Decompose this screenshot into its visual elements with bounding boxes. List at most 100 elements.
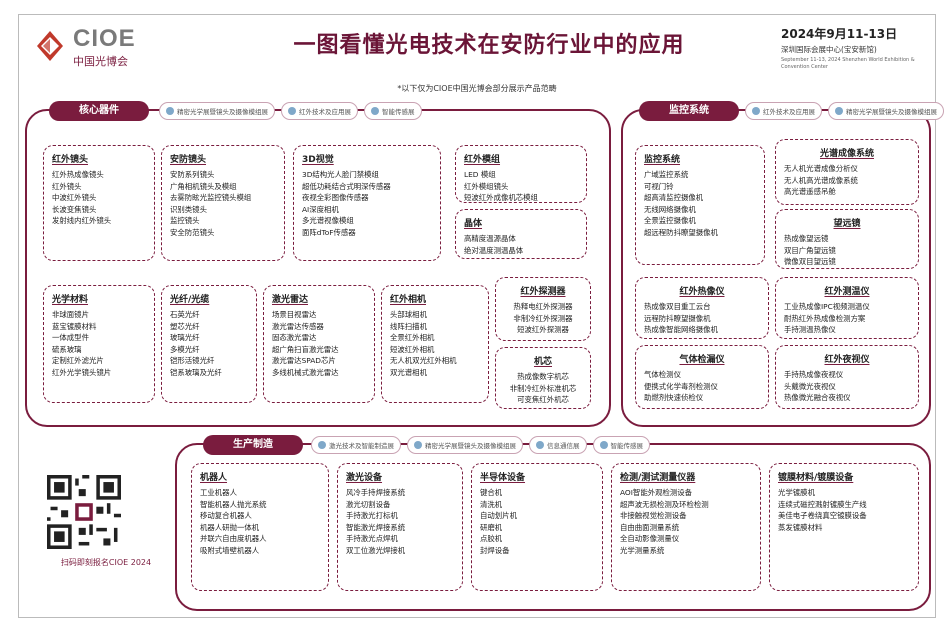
list-item: 非制冷红外探测器	[513, 313, 573, 323]
list-item: 头戴微光夜视仪	[784, 381, 836, 391]
list-item: 双光谱相机	[390, 367, 427, 377]
list-item: 短波红外相机	[390, 344, 435, 354]
category-box: 机芯 热成像数字机芯非制冷红外标准机芯可变焦红外机芯	[495, 347, 591, 409]
category-box: 红外夜视仪 手持热成像夜视仪头戴微光夜视仪热像微光融合夜视仪	[775, 345, 919, 409]
sponsor-badge[interactable]: 红外技术及应用展	[745, 102, 822, 120]
category-title: 机芯	[533, 357, 552, 367]
list-item: 远程防抖瞭望摄像机	[644, 313, 711, 323]
list-item: 超声波无损检测及环检检测	[620, 499, 709, 509]
sponsor-icon	[536, 441, 544, 449]
core-sponsors: 精密光学展暨镜头及摄像模组展 红外技术及应用展 智能传感展	[159, 101, 422, 121]
list-item: LED 模组	[464, 170, 496, 179]
category-title: 监控系统	[644, 155, 681, 165]
list-item: 手持激光点焊机	[346, 534, 398, 543]
list-item: 超广角扫盲激光雷达	[272, 344, 339, 354]
list-item: 蒸发镀膜材料	[778, 522, 823, 532]
sponsor-badge[interactable]: 智能传感展	[364, 102, 422, 120]
monitor-sponsors: 红外技术及应用展 精密光学展暨镜头及摄像模组展	[745, 101, 944, 121]
event-venue: 深圳国际会展中心(宝安新馆)	[781, 45, 877, 54]
list-item: 助燃剂快速侦检仪	[644, 393, 704, 402]
list-item: 非接触视觉检测设备	[620, 511, 687, 520]
sponsor-badge[interactable]: 精密光学展暨镜头及摄像模组展	[407, 436, 523, 454]
sponsor-badge[interactable]: 红外技术及应用展	[281, 102, 358, 120]
category-box: 晶体 高精度温源晶体绝对温度测温晶体	[455, 209, 587, 259]
category-title: 半导体设备	[480, 473, 526, 483]
category-box: 红外模组 LED 模组红外模组镜头短波红外成像机芯模组	[455, 145, 587, 203]
cioe-logo-icon	[37, 31, 63, 61]
list-item: 无人机高光谱成像系统	[784, 175, 858, 185]
category-title: 红外测温仪	[824, 287, 870, 297]
header: CIOE 中国光博会 一图看懂光电技术在安防行业中的应用 2024年9月11-1…	[19, 15, 935, 79]
list-item: 热成像双目重工云台	[644, 302, 711, 311]
category-title: 气体检漏仪	[679, 355, 725, 365]
qr-block[interactable]: 扫码即刻报名CIOE 2024	[47, 475, 165, 595]
category-title: 镀膜材料/镀膜设备	[778, 473, 854, 483]
list-item: 可变焦红外机芯	[517, 395, 569, 404]
list-item: 安全防范镜头	[170, 227, 215, 237]
list-item: 玻璃光纤	[170, 333, 200, 342]
list-item: 多光谱视像模组	[302, 216, 354, 225]
list-item: 高光谱遥感吊舱	[784, 187, 836, 196]
category-title: 望远镜	[833, 219, 861, 229]
list-item: 定制红外滤光片	[52, 356, 104, 365]
logo-subtitle: 中国光博会	[73, 55, 128, 68]
category-title: 机器人	[200, 473, 228, 483]
list-item: 手持激光打标机	[346, 511, 398, 520]
sponsor-icon	[371, 107, 379, 115]
category-title: 激光设备	[346, 473, 383, 483]
list-item: 清洗机	[480, 499, 503, 509]
list-item: 多线机械式激光雷达	[272, 367, 339, 377]
list-item: 光学测量系统	[620, 545, 665, 555]
list-item: 中波红外镜头	[52, 193, 97, 202]
list-item: 智能激光焊接系统	[346, 522, 406, 532]
list-item: 短波红外探测器	[517, 325, 569, 334]
list-item: 无人机光谱成像分析仪	[784, 164, 858, 173]
list-item: 绝对温度测温晶体	[464, 245, 524, 255]
list-item: 长波变焦镜头	[52, 204, 97, 214]
category-box: 检测/测试测量仪器 AOI智能外观检测设备超声波无损检测及环检检测非接触视觉检测…	[611, 463, 761, 591]
sponsor-badge[interactable]: 信息通信展	[529, 436, 587, 454]
list-item: 风冷手持焊接系统	[346, 488, 406, 497]
list-item: 工业机器人	[200, 488, 237, 497]
category-title: 红外模组	[464, 155, 501, 165]
sponsor-icon	[599, 441, 608, 449]
list-item: 监控镜头	[170, 216, 200, 225]
list-item: 热释电红外探测器	[513, 302, 573, 311]
category-box: 气体检漏仪 气体检测仪便携式化学毒剂检测仪助燃剂快速侦检仪	[635, 345, 769, 409]
list-item: 蓝宝镀膜材料	[52, 321, 97, 331]
list-item: 便携式化学毒剂检测仪	[644, 381, 718, 391]
list-item: 超高清监控摄像机	[644, 193, 704, 202]
sponsor-badge[interactable]: 精密光学展暨镜头及摄像模组展	[828, 102, 944, 120]
sponsor-icon	[318, 441, 326, 449]
list-item: 智能机器人抛光系统	[200, 499, 267, 509]
list-item: 耐热红外热成像检测方案	[784, 313, 866, 323]
list-item: 非球面镜片	[52, 310, 89, 319]
qr-code-icon[interactable]	[47, 475, 121, 549]
list-item: 点胶机	[480, 534, 503, 543]
list-item: 高精度温源晶体	[464, 234, 516, 243]
category-box: 红外测温仪 工业热成像IPC视频测温仪耐热红外热成像检测方案手持测温热像仪	[775, 277, 919, 339]
category-box: 安防镜头 安防系列镜头广角相机镜头及模组去雾防眩光监控镜头模组识别类镜头监控镜头…	[161, 145, 285, 261]
page-title: 一图看懂光电技术在安防行业中的应用	[293, 33, 685, 58]
list-item: 发射线内红外镜头	[52, 216, 112, 225]
list-item: 气体检测仪	[644, 370, 681, 379]
category-box: 红外镜头 红外热成像镜头红外镜头中波红外镜头长波变焦镜头发射线内红外镜头	[43, 145, 155, 261]
list-item: 热成像望远镜	[784, 234, 829, 243]
sponsor-badge[interactable]: 精密光学展暨镜头及摄像模组展	[159, 102, 275, 120]
list-item: 研磨机	[480, 522, 503, 532]
list-item: 连续式磁控溅射镀膜生产线	[778, 499, 867, 509]
cioe-logo[interactable]: CIOE 中国光博会	[33, 25, 163, 71]
list-item: 光学镀膜机	[778, 488, 815, 497]
event-venue-en: September 11-13, 2024 Shenzhen World Exh…	[781, 57, 915, 70]
category-box: 镀膜材料/镀膜设备 光学镀膜机连续式磁控溅射镀膜生产线美佳电子卷绕真空镀膜设备蒸…	[769, 463, 919, 591]
sponsor-icon	[835, 107, 843, 115]
sponsor-icon	[288, 107, 296, 115]
list-item: 多模光纤	[170, 344, 200, 354]
category-box: 红外热像仪 热成像双目重工云台远程防抖瞭望摄像机热成像智能网络摄像机	[635, 277, 769, 339]
sponsor-badge[interactable]: 智能传感展	[592, 436, 650, 454]
category-title: 光谱成像系统	[819, 149, 874, 159]
list-item: 塑芯光纤	[170, 321, 200, 331]
sponsor-badge[interactable]: 激光技术及智能制造展	[311, 436, 401, 454]
list-item: 固态激光雷达	[272, 333, 317, 342]
qr-label: 扫码即刻报名CIOE 2024	[60, 558, 152, 567]
